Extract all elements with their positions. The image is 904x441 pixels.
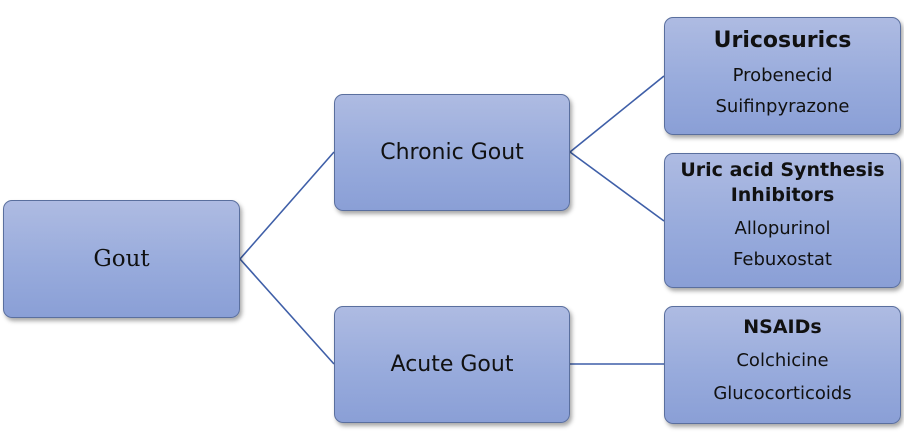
uricosurics-node: Uricosurics Probenecid Suifinpyrazone — [664, 17, 901, 135]
synthesis-inhibitors-title-line2: Inhibitors — [730, 184, 835, 206]
connector-gout-chronic — [239, 151, 335, 260]
connector-gout-acute — [239, 258, 335, 365]
uricosurics-item-probenecid: Probenecid — [732, 65, 833, 86]
synthesis-inhibitors-item-febuxostat: Febuxostat — [733, 249, 832, 270]
synthesis-inhibitors-title-line1: Uric acid Synthesis — [680, 159, 885, 181]
chronic-gout-node: Chronic Gout — [334, 94, 570, 211]
gout-node: Gout — [3, 200, 240, 318]
uricosurics-title: Uricosurics — [713, 28, 852, 53]
gout-label: Gout — [93, 246, 150, 272]
acute-gout-label: Acute Gout — [390, 352, 514, 377]
connector-chronic-synthesis — [569, 151, 665, 222]
synthesis-inhibitors-node: Uric acid Synthesis Inhibitors Allopurin… — [664, 153, 901, 288]
acute-gout-node: Acute Gout — [334, 306, 570, 423]
synthesis-inhibitors-item-allopurinol: Allopurinol — [734, 218, 831, 239]
nsaids-title: NSAIDs — [743, 316, 822, 338]
chronic-gout-label: Chronic Gout — [380, 140, 524, 165]
uricosurics-item-suifinpyrazone: Suifinpyrazone — [715, 96, 850, 117]
connector-chronic-uricosurics — [569, 75, 665, 153]
nsaids-item-colchicine: Colchicine — [736, 350, 829, 371]
nsaids-node: NSAIDs Colchicine Glucocorticoids — [664, 306, 901, 424]
nsaids-item-glucocorticoids: Glucocorticoids — [713, 383, 852, 404]
